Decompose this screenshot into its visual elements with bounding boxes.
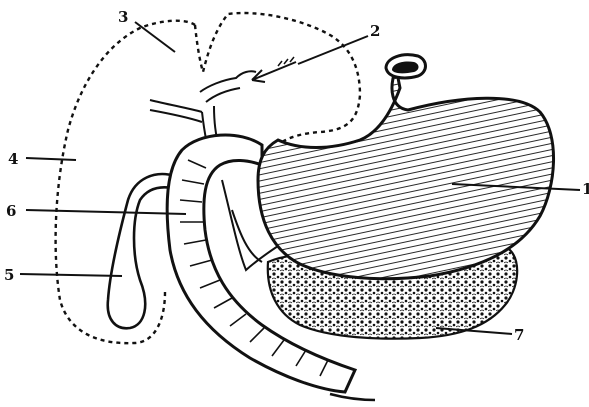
leader-line-6 [26,210,186,214]
label-3: 3 [118,8,128,26]
label-4: 4 [8,150,18,168]
label-1: 1 [582,180,589,198]
stomach [258,55,554,279]
leader-line-5 [20,274,122,276]
gallbladder [108,174,175,328]
label-2: 2 [370,22,380,40]
leader-line-3 [135,22,175,52]
label-5: 5 [4,266,14,284]
label-7: 7 [514,326,524,344]
flow-arrow-icon [252,57,296,82]
leader-line-4 [26,158,76,160]
leader-line-2 [298,36,368,64]
label-6: 6 [6,202,16,220]
